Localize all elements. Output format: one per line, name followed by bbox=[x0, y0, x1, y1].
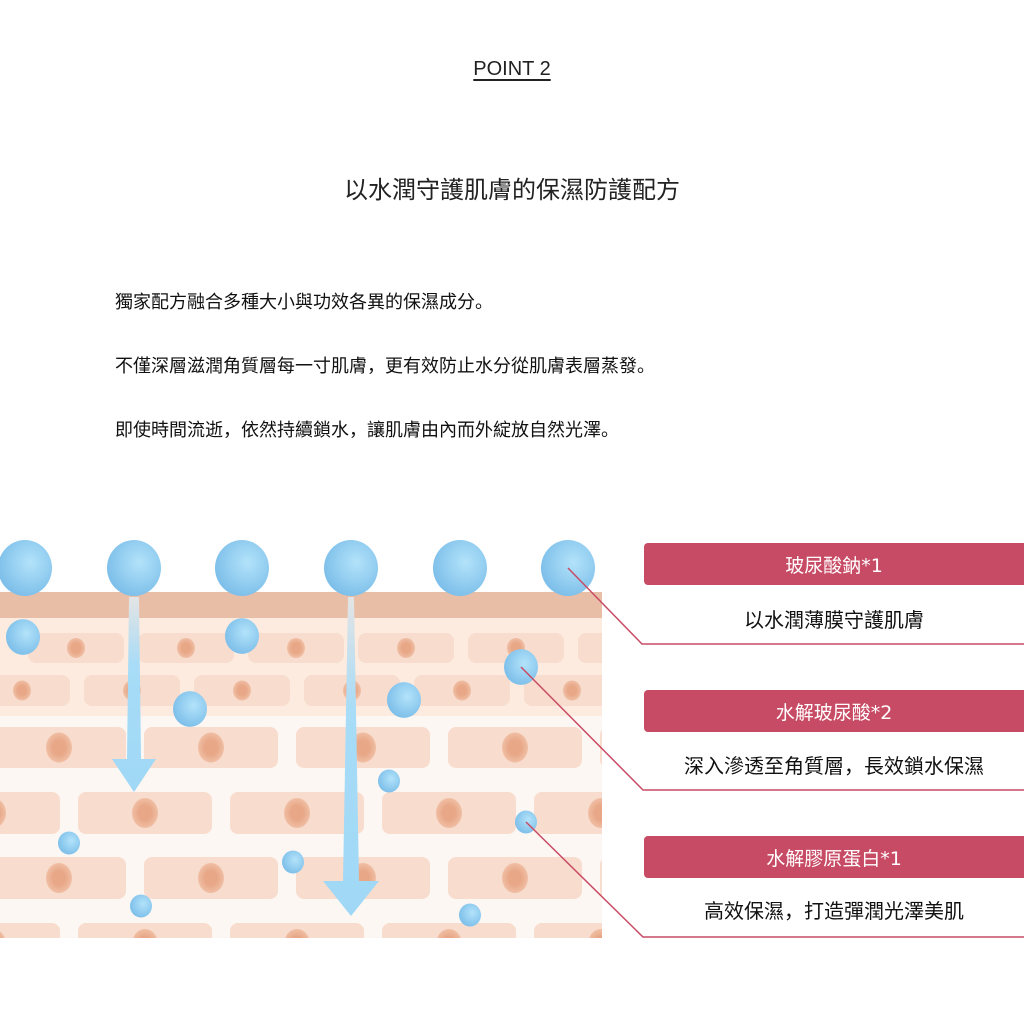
ingredient-desc: 高效保濕，打造彈潤光澤美肌 bbox=[704, 899, 964, 923]
paragraph: 獨家配方融合多種大小與功效各異的保濕成分。 bbox=[115, 292, 493, 313]
molecule-bubble bbox=[378, 769, 400, 793]
cell-nucleus bbox=[617, 638, 635, 658]
cell-nucleus bbox=[589, 929, 602, 938]
leader-line bbox=[567, 567, 1024, 645]
ingredient-desc: 以水潤薄膜守護肌膚 bbox=[744, 608, 924, 632]
molecule-bubble bbox=[173, 691, 207, 727]
cell-nucleus bbox=[563, 680, 581, 701]
leader-line bbox=[525, 821, 1024, 938]
paragraph: 不僅深層滋潤角質層每一寸肌膚，更有效防止水分從肌膚表層蒸發。 bbox=[115, 356, 655, 377]
skin-cell bbox=[0, 792, 60, 834]
skin-cell bbox=[600, 859, 602, 897]
stratum-corneum bbox=[0, 592, 602, 618]
cell-nucleus bbox=[133, 929, 157, 938]
molecule-bubble bbox=[459, 903, 481, 927]
molecule-bubble bbox=[58, 831, 80, 855]
penetration-arrow bbox=[323, 597, 379, 916]
cell-nucleus bbox=[46, 732, 72, 763]
cell-nucleus bbox=[46, 863, 72, 893]
skin-illustration bbox=[0, 540, 1024, 938]
skin-cell bbox=[0, 923, 60, 938]
cell-nucleus bbox=[397, 638, 415, 658]
cell-nucleus bbox=[198, 732, 224, 763]
cell-nucleus bbox=[132, 798, 158, 828]
cell-nucleus bbox=[453, 680, 471, 701]
ingredient-label: 玻尿酸鈉*1 bbox=[644, 543, 1024, 585]
molecule-bubble bbox=[387, 682, 421, 718]
cell-nucleus bbox=[233, 680, 251, 701]
skin-cell bbox=[534, 923, 602, 938]
penetration-arrow bbox=[112, 597, 156, 792]
cell-nucleus bbox=[588, 798, 602, 828]
cell-nucleus bbox=[0, 800, 6, 826]
cell-nucleus bbox=[502, 732, 528, 763]
molecule-bubble bbox=[6, 619, 40, 655]
cell-nucleus bbox=[198, 863, 224, 893]
molecule-bubble bbox=[130, 894, 152, 918]
skin-cell bbox=[534, 792, 602, 834]
large-molecule-bubble bbox=[433, 540, 487, 596]
cell-nucleus bbox=[285, 929, 309, 938]
cell-nucleus bbox=[13, 680, 31, 701]
molecule-bubble bbox=[225, 618, 259, 654]
section-title: 以水潤守護肌膚的保濕防護配方 bbox=[344, 176, 680, 204]
leader-line bbox=[520, 666, 1024, 791]
ingredient-desc: 深入滲透至角質層，長效鎖水保濕 bbox=[684, 754, 984, 778]
cell-nucleus bbox=[177, 638, 195, 658]
large-molecule-bubble bbox=[324, 540, 378, 596]
ingredient-label: 水解玻尿酸*2 bbox=[644, 690, 1024, 732]
large-molecule-bubble bbox=[107, 540, 161, 596]
large-molecule-bubble bbox=[215, 540, 269, 596]
cell-nucleus bbox=[437, 929, 461, 938]
large-molecule-bubble bbox=[0, 540, 52, 596]
cell-nucleus bbox=[502, 863, 528, 893]
cell-nucleus bbox=[0, 931, 5, 938]
skin-cell bbox=[0, 675, 70, 706]
skin-cell bbox=[578, 633, 602, 663]
point-label: POINT 2 bbox=[473, 58, 551, 80]
molecule-bubble bbox=[282, 850, 304, 874]
cell-nucleus bbox=[284, 798, 310, 828]
cell-nucleus bbox=[67, 638, 85, 658]
cell-nucleus bbox=[436, 798, 462, 828]
ingredient-label: 水解膠原蛋白*1 bbox=[644, 836, 1024, 878]
cell-nucleus bbox=[287, 638, 305, 658]
paragraph: 即使時間流逝，依然持續鎖水，讓肌膚由內而外綻放自然光澤。 bbox=[115, 420, 619, 441]
